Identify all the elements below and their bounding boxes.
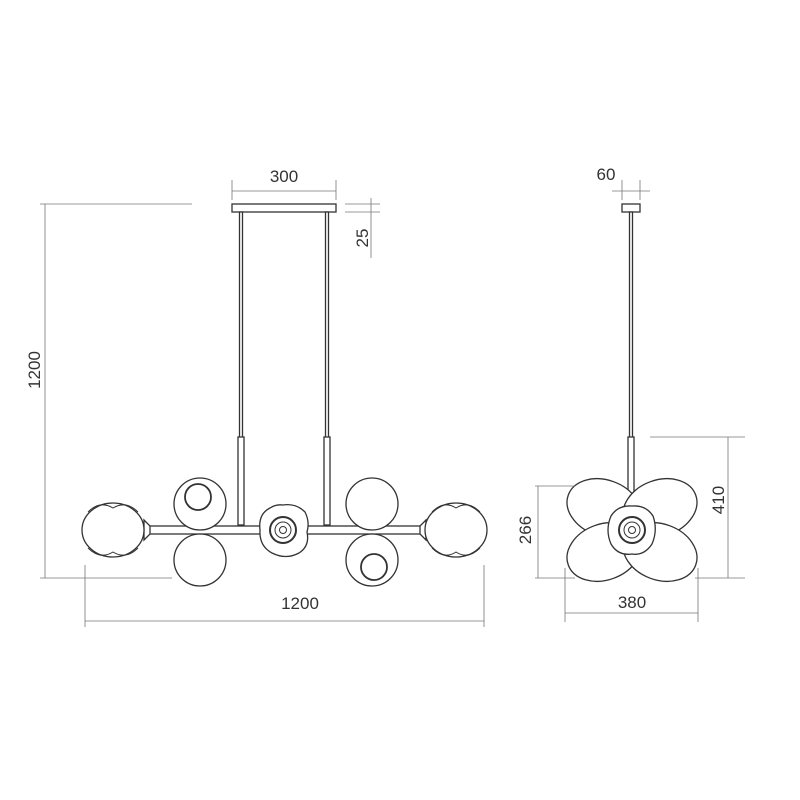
dim-canopy-width: 300 (231, 167, 337, 200)
svg-text:1200: 1200 (25, 351, 44, 389)
side-globes (566, 478, 698, 582)
side-view: 60 410 266 380 (516, 165, 745, 622)
svg-text:410: 410 (709, 486, 728, 514)
svg-text:60: 60 (597, 165, 616, 184)
globe-right (419, 502, 488, 558)
dim-total-width: 1200 (84, 565, 485, 627)
globe-center (259, 504, 309, 558)
globe-upper-left (173, 477, 227, 531)
svg-text:266: 266 (516, 516, 535, 544)
svg-text:1200: 1200 (281, 594, 319, 613)
dim-total-height: 1200 (25, 203, 192, 579)
front-view: 300 25 1200 1200 (25, 167, 488, 627)
dim-canopy-height: 25 (345, 198, 380, 258)
canopy (231, 203, 337, 213)
dim-depth: 380 (564, 568, 699, 622)
globe-lower-right (345, 533, 399, 587)
dim-globe-cluster-height: 266 (516, 485, 575, 579)
dim-body-height: 410 (650, 436, 745, 579)
svg-text:380: 380 (618, 593, 646, 612)
svg-text:25: 25 (353, 229, 372, 248)
globe-lower-left (173, 533, 227, 587)
dim-side-canopy-width: 60 (597, 165, 650, 200)
side-rod (628, 211, 634, 439)
side-canopy (621, 203, 641, 213)
globe-upper-right (345, 477, 399, 531)
suspension-rods (237, 211, 331, 526)
globe-left (81, 502, 151, 558)
svg-text:300: 300 (270, 167, 298, 186)
